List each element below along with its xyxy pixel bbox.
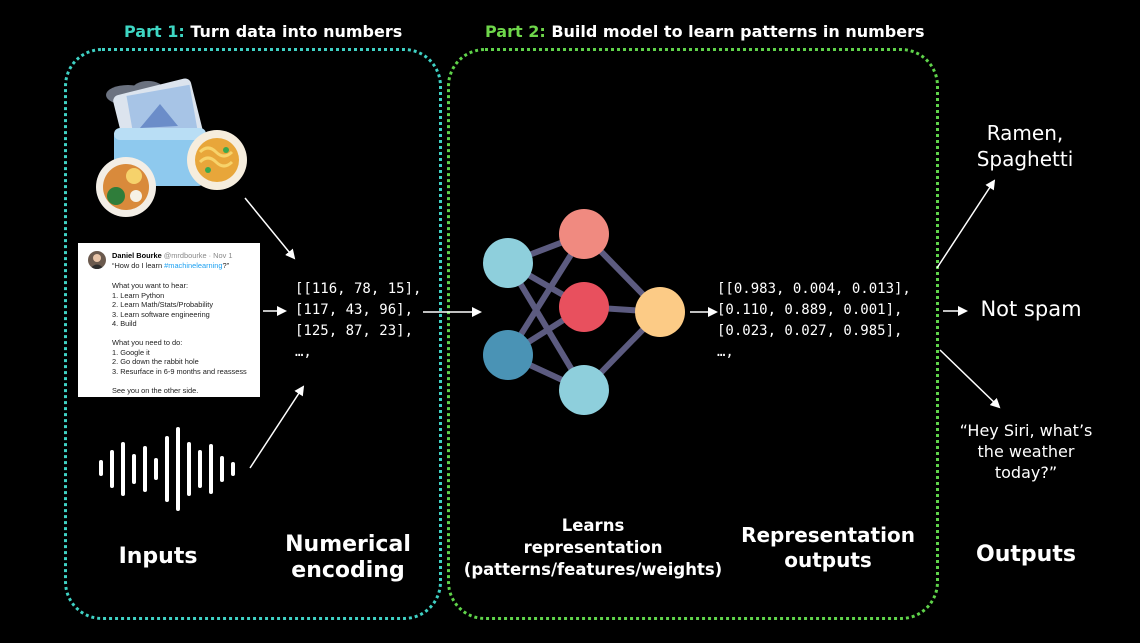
part1-text: Turn data into numbers [190, 22, 403, 41]
tweet-handle: @mrdbourke · Nov 1 [163, 251, 233, 260]
part2-prefix: Part 2: [485, 22, 546, 41]
representation-outputs-label: Representation outputs [741, 523, 915, 572]
nn-hidden-node-3 [559, 365, 609, 415]
output-food: Ramen, Spaghetti [976, 121, 1074, 171]
avatar [88, 251, 106, 269]
nn-output-node [635, 287, 685, 337]
inputs-label: Inputs [118, 544, 198, 569]
part1-title: Part 1: Turn data into numbers [124, 22, 402, 41]
nn-input-node-2 [483, 330, 533, 380]
tweet-hashtag: #machinelearning [164, 261, 223, 270]
output-spam: Not spam [980, 297, 1082, 321]
food-images-icon [96, 78, 247, 217]
part1-box [64, 48, 442, 620]
numerical-input-matrix: [[116, 78, 15], [117, 43, 96], [125, 87,… [295, 281, 422, 360]
tweet-question: “How do I learn #machinelearning?” [112, 261, 229, 271]
tweet-header: Daniel Bourke @mrdbourke · Nov 1 [112, 251, 232, 261]
input-arrows [244, 179, 1001, 469]
part1-prefix: Part 1: [124, 22, 185, 41]
nn-hidden-node-1 [559, 209, 609, 259]
tweet-card: Daniel Bourke @mrdbourke · Nov 1 “How do… [78, 243, 260, 397]
tweet-question-post: ?” [222, 261, 230, 270]
nn-hidden-node-2 [559, 282, 609, 332]
neural-network-diagram [483, 209, 685, 415]
nn-input-node-1 [483, 238, 533, 288]
tweet-question-pre: “How do I learn [112, 261, 165, 270]
numerical-encoding-label: Numerical encoding [285, 532, 411, 583]
part2-title: Part 2: Build model to learn patterns in… [485, 22, 925, 41]
output-speech: “Hey Siri, what’s the weather today?” [959, 421, 1093, 482]
tweet-author: Daniel Bourke [112, 251, 162, 260]
audio-waveform-icon [99, 427, 235, 511]
representation-output-matrix: [[0.983, 0.004, 0.013], [0.110, 0.889, 0… [717, 281, 911, 360]
part2-text: Build model to learn patterns in numbers [551, 22, 925, 41]
outputs-label: Outputs [976, 542, 1076, 567]
part2-box [447, 48, 939, 620]
learns-representation-label: Learns representation (patterns/features… [463, 516, 723, 579]
tweet-body: What you want to hear: 1. Learn Python 2… [112, 281, 247, 395]
